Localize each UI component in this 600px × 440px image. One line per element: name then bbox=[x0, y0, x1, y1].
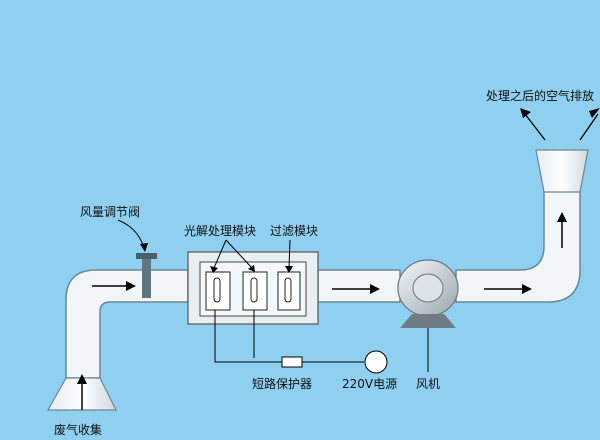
fan-label: 风机 bbox=[416, 377, 440, 391]
exhaust-label: 处理之后的空气排放 bbox=[486, 88, 594, 103]
flow-arrows bbox=[77, 212, 567, 410]
power-source bbox=[364, 350, 388, 374]
exhaust-hood bbox=[535, 149, 589, 193]
photolysis-lamp-2-tube bbox=[250, 277, 258, 303]
damper-valve-stem bbox=[142, 256, 151, 298]
breaker-label: 短路保护器 bbox=[252, 376, 312, 391]
intake-label: 废气收集 bbox=[54, 422, 102, 437]
fan-hub bbox=[412, 273, 444, 303]
air-duct-middle bbox=[317, 269, 401, 303]
photolysis-label: 光解处理模块 bbox=[184, 224, 256, 238]
filter-label: 过滤模块 bbox=[270, 224, 318, 238]
short-circuit-breaker bbox=[281, 356, 303, 368]
wiring bbox=[214, 310, 364, 363]
photolysis-lamp-1-tube bbox=[213, 277, 221, 303]
power-label: 220V电源 bbox=[342, 377, 397, 391]
damper-label: 风量调节阀 bbox=[80, 205, 140, 219]
exhaust-arrows bbox=[520, 108, 600, 141]
fan-base bbox=[400, 314, 456, 328]
label-pointers bbox=[117, 219, 293, 273]
filter-module-tube bbox=[284, 277, 292, 303]
damper-valve-handle bbox=[136, 253, 157, 259]
